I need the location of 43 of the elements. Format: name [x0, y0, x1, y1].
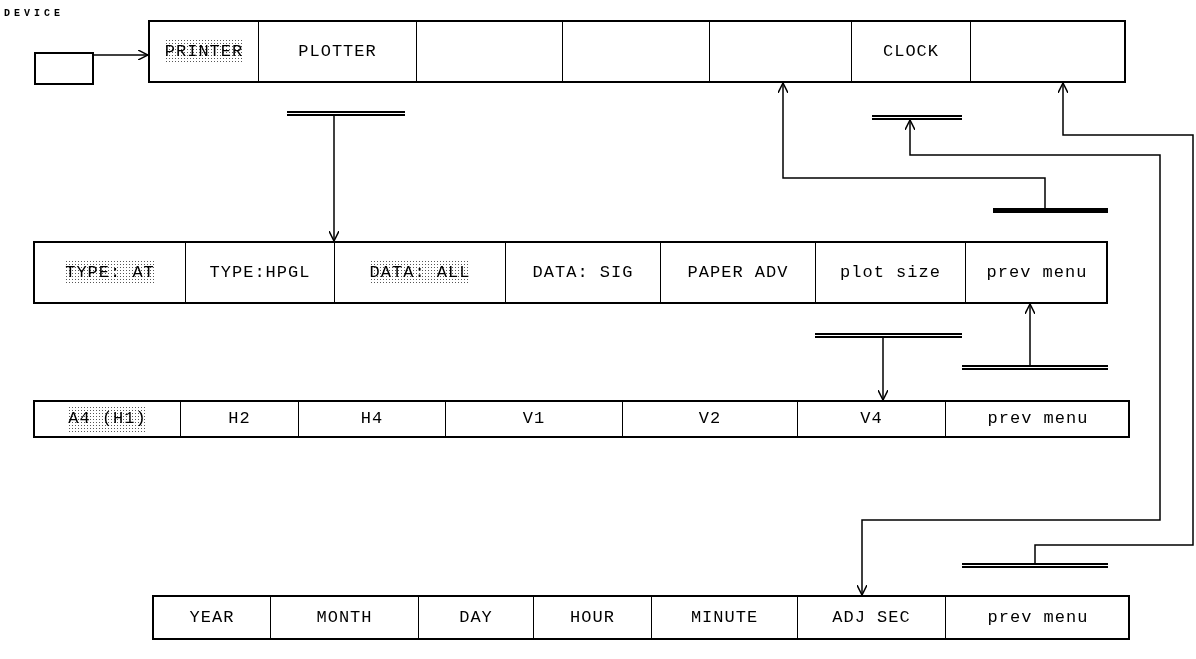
menu-item: H2: [228, 408, 251, 431]
menu-item: prev menu: [987, 606, 1089, 629]
arrow: [93, 49, 149, 61]
arrow: [777, 82, 1046, 209]
menu-bar: [33, 241, 1108, 304]
menu-item: V4: [860, 408, 883, 431]
menu-bar: [152, 595, 1130, 640]
arrow: [1034, 82, 1194, 564]
menu-item: plot size: [840, 261, 941, 284]
arrow: [877, 337, 889, 401]
menu-bar: [33, 400, 1130, 438]
menu-item: V1: [522, 408, 546, 431]
double-underline-bar: [872, 115, 962, 120]
selected-menu-item: A4 (H1): [68, 406, 147, 432]
menu-bar: [148, 20, 1126, 83]
menu-item: YEAR: [189, 606, 235, 629]
selected-menu-item: DATA: ALL: [369, 259, 471, 286]
arrow: [1024, 303, 1036, 366]
menu-item: PLOTTER: [298, 40, 377, 63]
menu-item: prev menu: [986, 261, 1088, 284]
arrow: [856, 119, 1161, 596]
arrow: [328, 115, 340, 242]
double-underline-bar: [287, 111, 405, 116]
double-underline-bar: [815, 333, 962, 338]
menu-item: TYPE:HPGL: [209, 261, 311, 284]
menu-item: MINUTE: [690, 606, 759, 629]
double-underline-bar: [962, 365, 1108, 370]
menu-item: DATA: SIG: [532, 261, 634, 284]
menu-item: PAPER ADV: [687, 261, 789, 284]
menu-item: HOUR: [570, 606, 615, 629]
menu-item: ADJ SEC: [832, 606, 911, 629]
selected-menu-item: TYPE: AT: [65, 259, 155, 286]
selected-menu-item: PRINTER: [164, 38, 244, 65]
device-label: DEVICE: [4, 7, 64, 21]
menu-item: MONTH: [316, 606, 373, 629]
menu-item: H4: [360, 408, 384, 431]
thick-bar: [993, 208, 1108, 213]
double-underline-bar: [962, 563, 1108, 568]
device-box: [34, 52, 94, 85]
menu-item: V2: [698, 408, 722, 431]
menu-item: DAY: [459, 606, 493, 629]
menu-item: prev menu: [987, 408, 1089, 431]
menu-item: CLOCK: [883, 40, 939, 63]
